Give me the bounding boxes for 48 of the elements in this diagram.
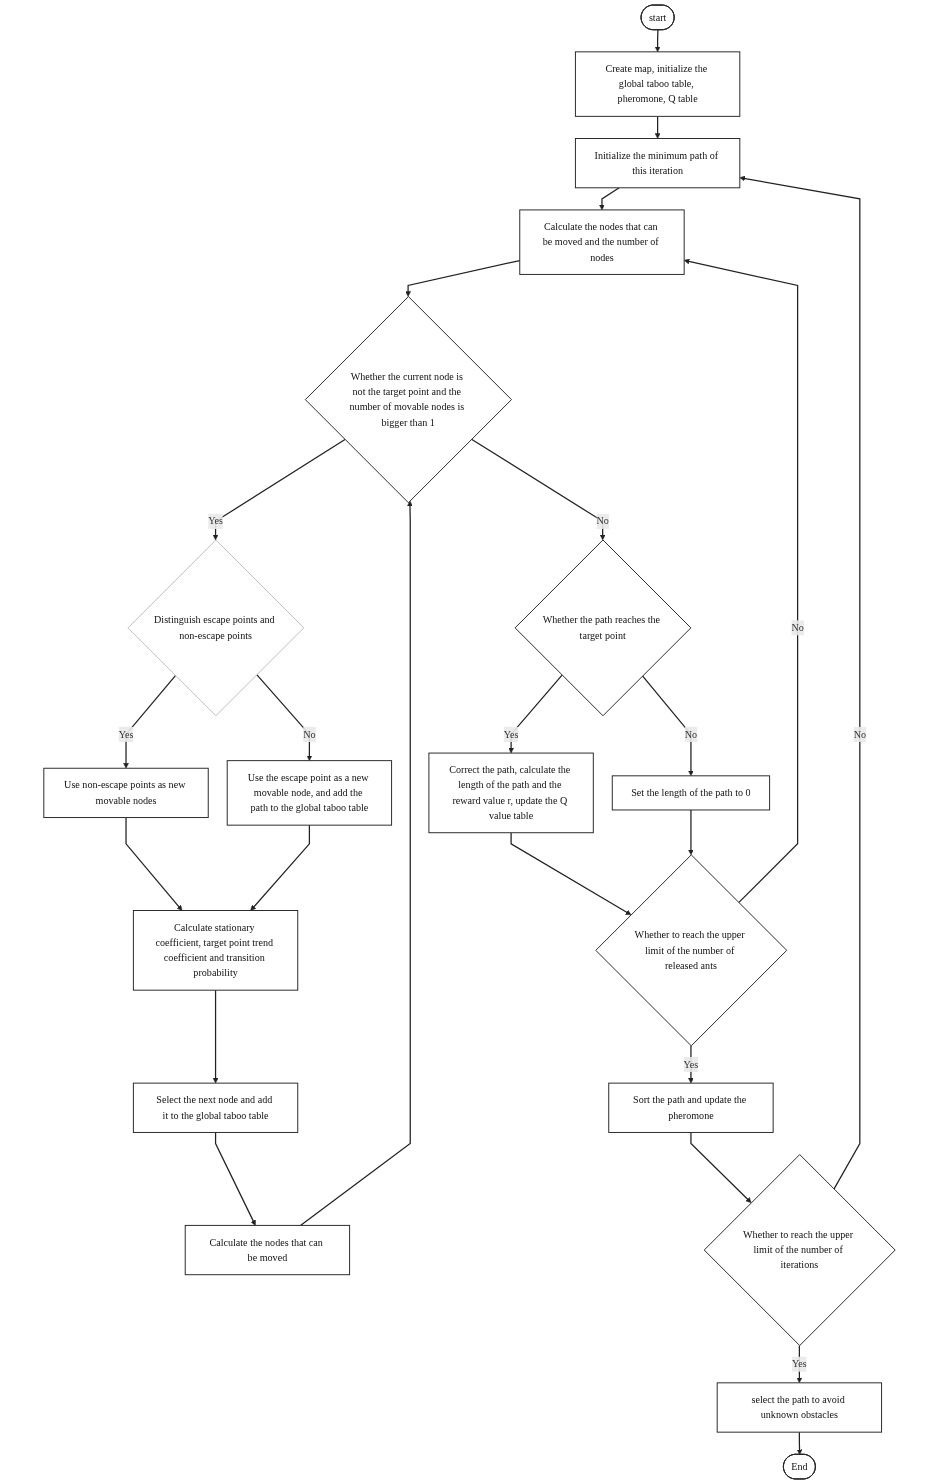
node-diamond: Whether the current node is not the target point and the number of movable nodes is bigger than 1 [304, 296, 512, 504]
arrow [654, 115, 661, 139]
arrow [470, 438, 606, 541]
arrow [405, 259, 521, 297]
node-box: Sort the path and update the pheromone [608, 1082, 774, 1133]
edge-label: No [596, 515, 609, 527]
edge-label: Yes [118, 728, 134, 740]
arrow [796, 1431, 803, 1455]
arrow [688, 809, 694, 856]
node-diamond: Whether to reach the upper limit of the number of released ants [595, 854, 788, 1047]
node-box: Use the escape point as a new movable node, and add the path to the global taboo table [226, 760, 393, 826]
edge-label: No [303, 728, 316, 740]
arrow [123, 675, 177, 769]
arrow [599, 187, 620, 211]
arrow [250, 824, 310, 911]
arrow [125, 816, 183, 911]
node-box: Initialize the minimum path of this iteration [574, 138, 741, 189]
arrow [654, 29, 661, 53]
arrow [299, 500, 413, 1227]
edge-label: Yes [208, 515, 223, 527]
node-box: Calculate the nodes that can be moved [184, 1224, 351, 1276]
arrow [508, 674, 563, 754]
node-box: Set the length of the path to 0 [611, 775, 771, 811]
edge-label: No [853, 728, 867, 740]
edge-label: No [791, 622, 804, 633]
node-box: Create map, initialize the global taboo table, pheromone, Q table [574, 51, 741, 117]
arrow [510, 832, 632, 916]
arrow [256, 673, 313, 761]
arrow [683, 258, 799, 904]
edge-label: No [684, 728, 698, 740]
arrow [214, 1131, 256, 1226]
edge-label: Yes [792, 1358, 807, 1370]
node-diamond: Distinguish escape points and non-escape points [127, 539, 305, 717]
node-box: select the path to avoid unknown obstacles [716, 1382, 883, 1433]
edge-label: Yes [503, 728, 519, 740]
arrow [641, 675, 694, 777]
node-diamond: Whether to reach the upper limit of the number of iterations [703, 1154, 896, 1346]
edge-label: Yes [683, 1058, 699, 1070]
arrow [690, 1131, 752, 1203]
node-box: Calculate the nodes that can be moved and the number of nodes [519, 209, 685, 275]
arrow [212, 989, 219, 1084]
node-diamond: Whether the path reaches the target point [514, 539, 692, 717]
arrow [212, 438, 346, 541]
node-box: Calculate stationary coefficient, target point trend coefficient and transition probability [132, 910, 299, 991]
node-box: Correct the path, calculate the length of the path and the reward value r, update the Q value table [428, 752, 594, 834]
arrow [739, 175, 861, 1190]
node-box: Use non-escape points as new movable nodes [43, 767, 209, 819]
node-box: Select the next node and add it to the global taboo table [132, 1082, 299, 1133]
